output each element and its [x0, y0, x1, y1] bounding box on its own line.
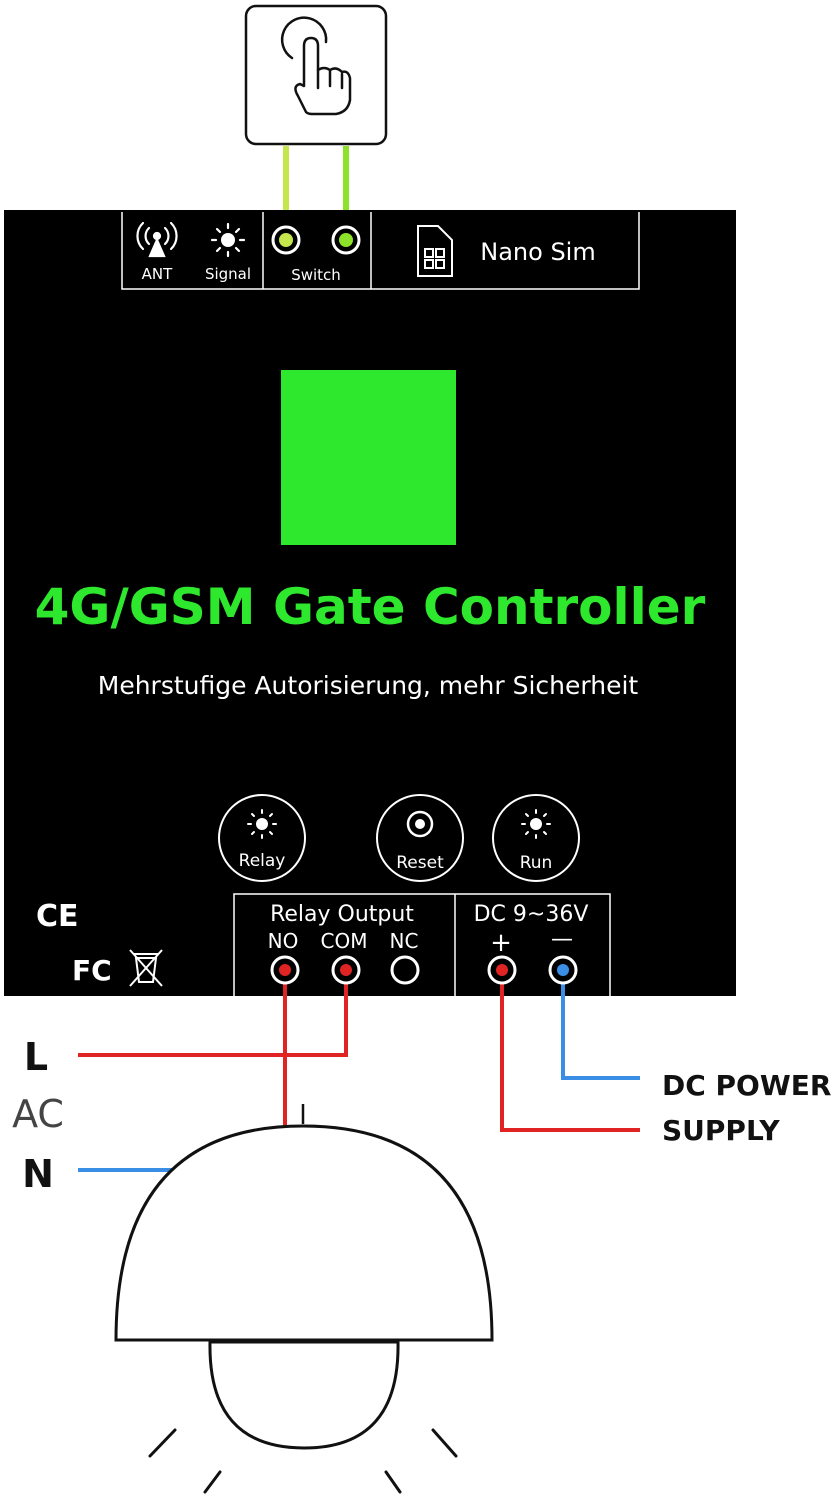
ant-label: ANT — [142, 265, 173, 283]
device-title: 4G/GSM Gate Controller — [35, 578, 706, 636]
switch-label: Switch — [291, 266, 341, 284]
relay-indicator: Relay — [218, 794, 306, 882]
switch-terminal-left — [271, 225, 301, 255]
ac-label: AC — [12, 1092, 64, 1136]
ac-n-label: N — [22, 1152, 54, 1196]
run-indicator: Run — [492, 794, 580, 882]
push-switch — [244, 4, 388, 146]
relay-light-icon — [247, 809, 277, 839]
top-label-strip — [121, 212, 640, 290]
run-light-icon — [521, 809, 551, 839]
signal-light-icon — [210, 222, 246, 258]
dc-minus-label: — — [551, 927, 573, 952]
dc-plus-label: + — [490, 928, 512, 958]
relay-output-title: Relay Output — [270, 902, 414, 927]
terminal-nc — [390, 955, 420, 985]
fc-mark: FC — [72, 954, 112, 987]
dc-supply-label: SUPPLY — [662, 1114, 780, 1147]
wire-dc-plus — [500, 970, 640, 1132]
relay-no-label: NO — [268, 929, 299, 953]
reset-button[interactable]: Reset — [376, 794, 464, 882]
terminal-dc-minus — [548, 955, 578, 985]
terminal-com — [331, 955, 361, 985]
hand-press-icon — [280, 16, 352, 116]
dc-input-title: DC 9~36V — [474, 902, 589, 927]
device-subtitle: Mehrstufige Autorisierung, mehr Sicherhe… — [98, 671, 639, 700]
terminal-no — [270, 955, 300, 985]
lamp-icon — [114, 1104, 494, 1494]
antenna-icon — [136, 221, 178, 258]
switch-terminal-right — [331, 225, 361, 255]
device-body — [4, 210, 736, 996]
relay-indicator-label: Relay — [239, 851, 286, 871]
ce-mark: CE — [36, 899, 79, 934]
weee-bin-icon — [129, 949, 163, 987]
relay-nc-label: NC — [390, 929, 419, 953]
signal-label: Signal — [205, 265, 251, 283]
reset-label: Reset — [396, 853, 444, 873]
sim-card-icon — [417, 225, 453, 277]
wire-l-to-com — [78, 970, 348, 1057]
relay-com-label: COM — [321, 929, 368, 953]
wires — [78, 970, 640, 1172]
terminal-block-frame — [233, 893, 611, 996]
ac-l-label: L — [24, 1035, 48, 1079]
terminal-dc-plus — [487, 955, 517, 985]
wire-dc-minus — [561, 970, 640, 1080]
reset-icon — [406, 810, 434, 838]
run-indicator-label: Run — [520, 853, 553, 873]
status-led-square — [281, 370, 456, 545]
nano-sim-label: Nano Sim — [480, 238, 595, 266]
dc-power-label: DC POWER — [662, 1069, 831, 1102]
